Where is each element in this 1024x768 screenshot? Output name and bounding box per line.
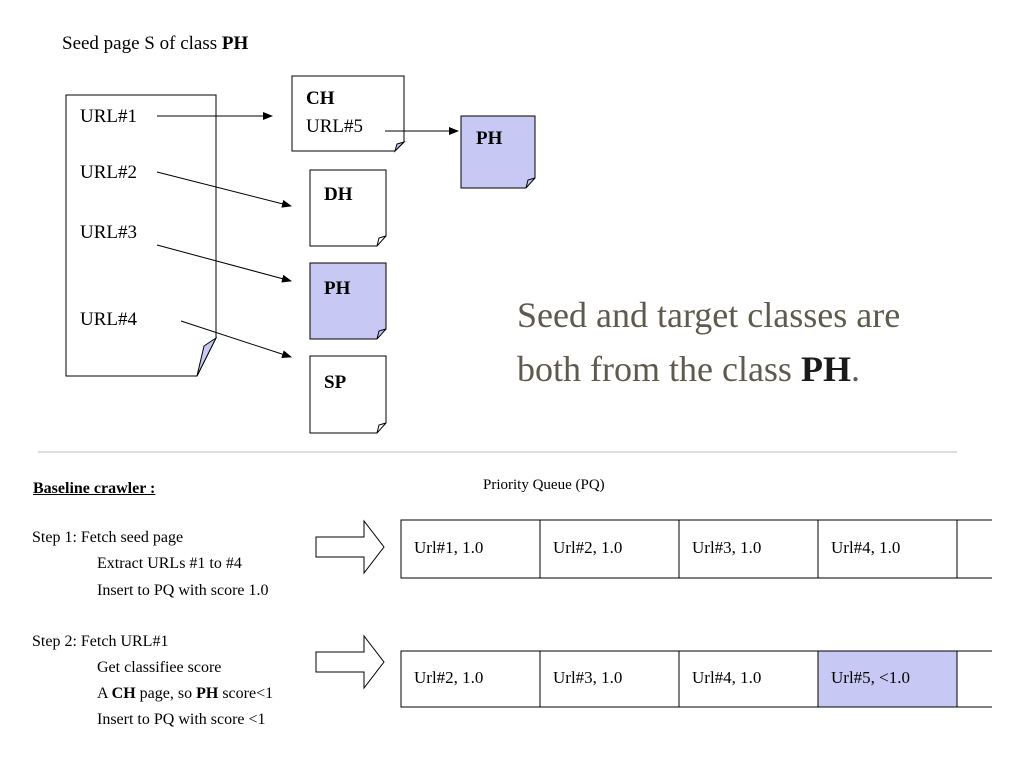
- sp-page-fold: [376, 422, 387, 434]
- dh-page-fold: [376, 235, 387, 247]
- step1-block-arrow: [315, 519, 385, 575]
- statement: Seed and target classes are both from th…: [517, 288, 900, 396]
- sp-page-label: SP: [324, 372, 347, 393]
- dh-page-label: DH: [324, 184, 353, 205]
- queue2-cell-1: Url#2, 1.0: [414, 668, 484, 687]
- step2-block-arrow: [315, 634, 385, 690]
- arrow-url3-ph: [156, 244, 292, 283]
- step2-line-3: A CH page, so PH score<1: [97, 686, 273, 702]
- seed-caption-text: Seed page S of class: [62, 33, 222, 54]
- ch-page-url: URL#5: [306, 116, 363, 137]
- step1-line-3: Insert to PQ with score 1.0: [97, 582, 269, 599]
- queue1-cells: [400, 519, 992, 579]
- seed-page-fold: [196, 336, 218, 377]
- ph-page-label: PH: [324, 278, 351, 299]
- ph-linked-page-label: PH: [476, 128, 503, 149]
- ph-page-shape: [309, 262, 387, 340]
- statement-class: PH: [800, 349, 851, 389]
- seed-url-3: URL#3: [80, 222, 137, 243]
- ph-linked-page-fold: [525, 177, 536, 189]
- seed-caption: Seed page S of class PH: [62, 34, 248, 53]
- step2-line-3-a: A: [97, 685, 112, 702]
- queue2-cell-3: Url#4, 1.0: [692, 668, 762, 687]
- dh-page-shape: [309, 169, 387, 247]
- step2-line-3-class-ph: PH: [196, 685, 219, 702]
- ch-page-fold: [393, 140, 406, 153]
- arrow-url2-dh: [156, 171, 292, 208]
- step2-line-1: Step 2: Fetch URL#1: [32, 633, 169, 650]
- baseline-heading: Baseline crawler :: [33, 480, 156, 497]
- arrow-url4-sp: [180, 320, 292, 359]
- sp-page-shape: [309, 355, 387, 434]
- step1-line-1: Step 1: Fetch seed page: [32, 529, 184, 546]
- queue2-cell-2: Url#3, 1.0: [553, 668, 623, 687]
- seed-caption-class: PH: [221, 33, 249, 54]
- queue1-cell-3: Url#3, 1.0: [692, 538, 762, 557]
- step2-line-3-class-ch: CH: [111, 685, 136, 702]
- step1-line-2: Extract URLs #1 to #4: [97, 555, 242, 572]
- step2-line-3-e: score<1: [218, 685, 274, 702]
- statement-line-2-text: both from the class: [517, 349, 801, 389]
- seed-url-2: URL#2: [80, 162, 137, 183]
- seed-url-4: URL#4: [80, 309, 137, 330]
- queue1-cell-2: Url#2, 1.0: [553, 538, 623, 557]
- step2-line-3-c: page, so: [135, 685, 197, 702]
- seed-url-1: URL#1: [80, 106, 137, 127]
- ph-linked-page-shape: [460, 115, 536, 189]
- statement-period: .: [850, 349, 860, 389]
- queue1-cell-1: Url#1, 1.0: [414, 538, 484, 557]
- statement-line-1: Seed and target classes are: [517, 295, 901, 335]
- ph-page-fold: [376, 328, 387, 340]
- queue-title: Priority Queue (PQ): [483, 477, 605, 493]
- queue2-cells: [400, 650, 992, 708]
- step2-line-4: Insert to PQ with score <1: [97, 711, 266, 728]
- ch-page-label: CH: [306, 88, 335, 109]
- queue2-cell-4: Url#5, <1.0: [831, 668, 910, 687]
- queue1-cell-4: Url#4, 1.0: [831, 538, 901, 557]
- step2-line-2: Get classifiee score: [97, 659, 222, 676]
- statement-line-2: both from the class PH.: [517, 342, 900, 396]
